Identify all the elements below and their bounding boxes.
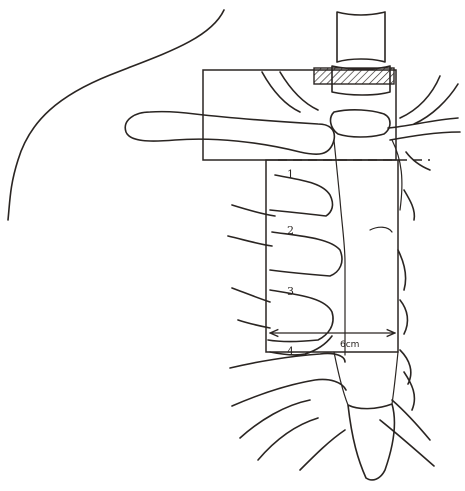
cervical-vertebra bbox=[337, 12, 385, 62]
right-clavicle-lower bbox=[390, 132, 460, 140]
lower-sternum-outline-right bbox=[392, 352, 398, 404]
shoulder-outline bbox=[8, 10, 224, 220]
rib-label-3: 3 bbox=[287, 285, 294, 298]
rib-label-4: 4 bbox=[287, 345, 294, 358]
clavicle bbox=[125, 112, 334, 155]
right-ribs bbox=[380, 152, 434, 466]
left-ribs bbox=[228, 175, 346, 470]
lower-sternum-outline bbox=[334, 352, 348, 405]
sternum-body bbox=[334, 140, 345, 355]
rib-label-2: 2 bbox=[287, 224, 294, 237]
upper-left-rib-line-2 bbox=[280, 72, 318, 110]
width-label: 6cm bbox=[340, 340, 359, 350]
xiphoid-process bbox=[348, 404, 394, 480]
sternum-right-edge bbox=[392, 140, 402, 210]
rib-label-1: 1 bbox=[287, 168, 294, 181]
manubrium bbox=[331, 110, 390, 137]
sternum-notch bbox=[370, 227, 392, 232]
